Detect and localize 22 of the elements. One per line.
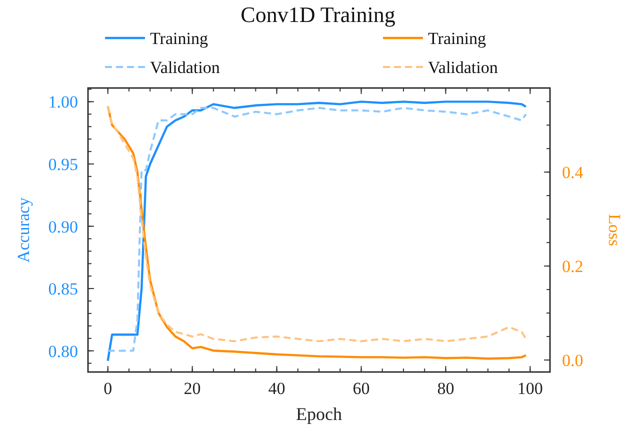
axis-title: Loss — [605, 214, 624, 246]
tick-label: 1.00 — [48, 92, 78, 112]
tick-label: 0 — [104, 379, 112, 398]
tick-label: 40 — [268, 379, 286, 398]
legend-label: Training — [428, 29, 486, 48]
tick-label: 0.95 — [48, 154, 78, 174]
tick-label: 0.2 — [562, 257, 584, 276]
axis-title: Accuracy — [14, 197, 33, 263]
legend-label: Validation — [428, 58, 498, 77]
tick-label: 0.4 — [562, 163, 584, 182]
tick-label: 0.80 — [48, 342, 78, 361]
tick-label: 20 — [184, 379, 201, 398]
tick-label: 0.85 — [48, 280, 78, 299]
tick-label: 0.0 — [562, 351, 584, 370]
chart-title: Conv1D Training — [240, 2, 396, 27]
legend-label: Validation — [150, 58, 220, 77]
tick-label: 80 — [437, 379, 454, 398]
tick-label: 100 — [517, 379, 543, 398]
tick-label: 60 — [352, 379, 370, 398]
axis-title: Epoch — [296, 404, 342, 424]
legend-label: Training — [150, 29, 208, 48]
tick-label: 0.90 — [48, 217, 78, 236]
